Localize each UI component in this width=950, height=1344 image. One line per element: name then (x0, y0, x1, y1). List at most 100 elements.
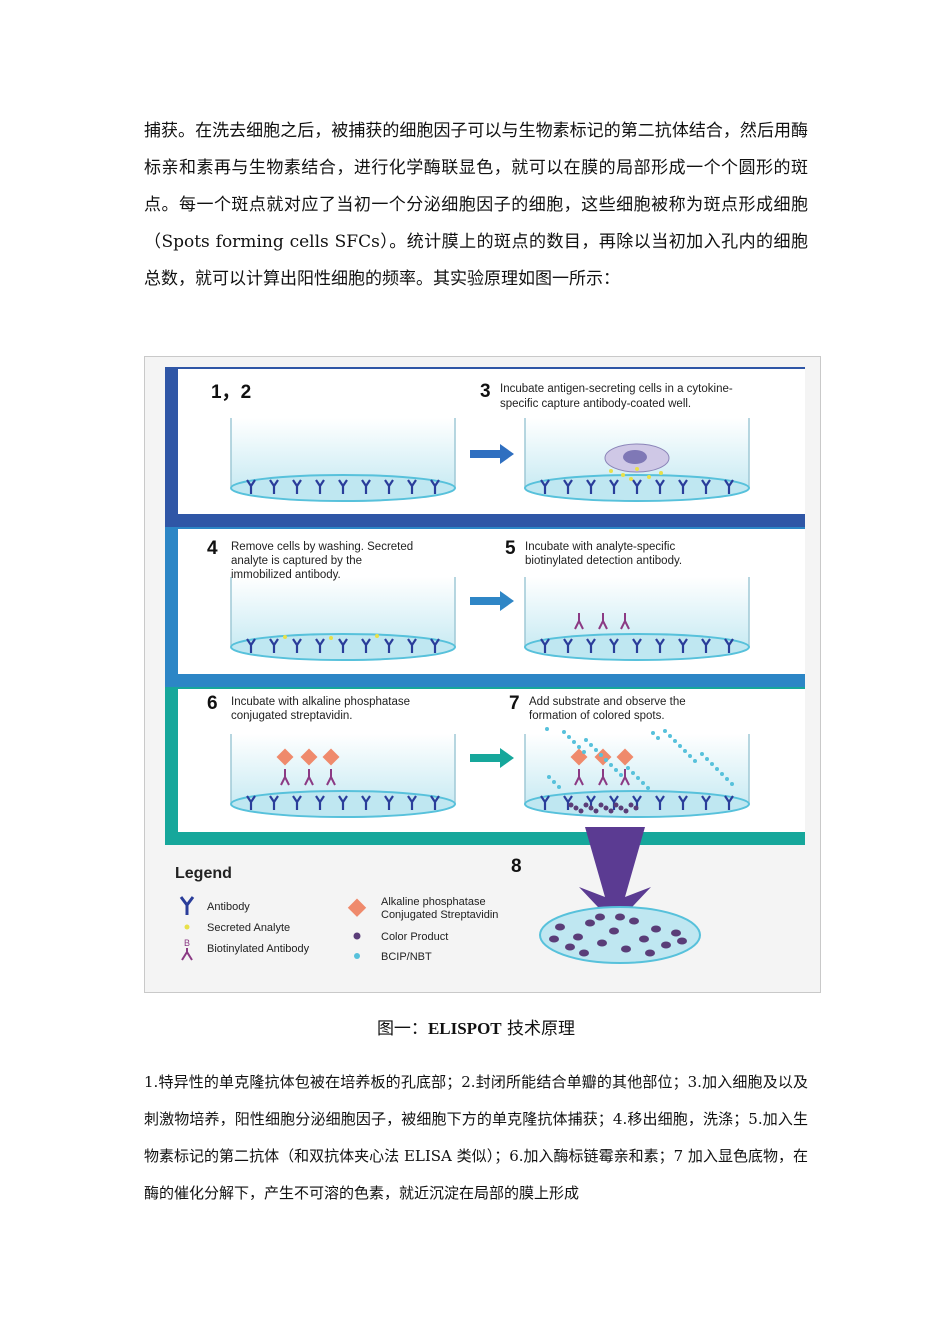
bcip-dot (604, 758, 608, 762)
antibody-icon (609, 479, 619, 494)
antibody-icon (724, 638, 734, 653)
bcip-dot (693, 759, 697, 763)
bcip-dot (619, 773, 623, 777)
legend-title: Legend (175, 865, 232, 882)
color-spot (629, 917, 639, 925)
bcip-dot (609, 763, 613, 767)
color-spot (661, 941, 671, 949)
streptavidin-icon (300, 748, 318, 766)
bcip-dot (572, 740, 576, 744)
bcip-dot (589, 743, 593, 747)
streptavidin-icon (616, 748, 634, 766)
step-3-number: 3 (480, 381, 491, 402)
color-spot (579, 949, 589, 957)
antibody-icon (655, 638, 665, 653)
color-product-dot (633, 805, 639, 811)
arrow-right-3 (470, 748, 514, 768)
bcip-dot (646, 786, 650, 790)
analyte-dot (659, 471, 663, 475)
well-step-7 (524, 727, 750, 818)
color-product-dot (608, 808, 614, 814)
streptavidin-icon (276, 748, 294, 766)
color-product-dot (578, 808, 584, 814)
cell-nucleus-icon (623, 450, 647, 464)
step-4-text-2: analyte is captured by the (231, 555, 362, 567)
step-6-text-2: conjugated streptavidin. (231, 710, 352, 722)
color-spot (597, 939, 607, 947)
antibody-icon (361, 638, 371, 653)
color-spot (615, 913, 625, 921)
color-spot (565, 943, 575, 951)
color-spot (549, 935, 559, 943)
well-step-3 (524, 418, 750, 502)
svg-text:B: B (184, 938, 190, 948)
antibody-icon (315, 795, 325, 810)
membrane-disc (539, 906, 701, 964)
biotinylated-antibody-icon (304, 769, 314, 786)
antibody-icon (361, 479, 371, 494)
antibody-icon (701, 795, 711, 810)
legend-antibody: Antibody (207, 901, 250, 913)
bcip-dot (547, 775, 551, 779)
antibody-icon (292, 638, 302, 653)
antibody-icon (407, 479, 417, 494)
bcip-dot (545, 727, 549, 731)
bcip-dot (725, 777, 729, 781)
biotinylated-antibody-icon (598, 613, 608, 630)
step-7-text-2: formation of colored spots. (529, 710, 665, 722)
legend-antibody-icon (179, 896, 195, 915)
bcip-dot (673, 739, 677, 743)
color-spot (573, 933, 583, 941)
antibody-icon (430, 638, 440, 653)
antibody-icon (269, 795, 279, 810)
color-product-dot (573, 805, 579, 811)
color-spot (595, 913, 605, 921)
analyte-dot (375, 634, 379, 638)
bcip-dot (577, 745, 581, 749)
elispot-diagram: 1，2 3 Incubate antigen-secreting cells i… (165, 367, 805, 964)
antibody-icon (292, 795, 302, 810)
bcip-dot (626, 766, 630, 770)
biotinylated-antibody-icon (574, 769, 584, 786)
bcip-dot (651, 731, 655, 735)
antibody-icon (246, 479, 256, 494)
analyte-dot (283, 635, 287, 639)
bcip-dot (668, 734, 672, 738)
biotinylated-antibody-icon (326, 769, 336, 786)
body-paragraph-top: 捕获。在洗去细胞之后，被捕获的细胞因子可以与生物素标记的第二抗体结合，然后用酶标… (144, 121, 808, 289)
bcip-dot (715, 767, 719, 771)
legend-biotinylated: Biotinylated Antibody (207, 943, 310, 955)
figure-caption: 图一：ELISPOT 技术原理 (144, 1014, 808, 1039)
arrow-right-1 (470, 444, 514, 464)
legend-ap-icon (347, 898, 367, 917)
legend-bcip-icon (354, 953, 360, 959)
color-product-dot (628, 802, 634, 808)
step-5-text-1: Incubate with analyte-specific (525, 541, 675, 553)
antibody-icon (678, 479, 688, 494)
antibody-icon (632, 638, 642, 653)
legend-secreted-icon (184, 924, 190, 930)
bcip-dot (730, 782, 734, 786)
antibody-icon (563, 638, 573, 653)
step-4-text-1: Remove cells by washing. Secreted (231, 541, 413, 553)
funnel-arrow (579, 827, 651, 925)
step-4-text-3: immobilized antibody. (231, 569, 341, 581)
antibody-icon (632, 479, 642, 494)
step-7-text-1: Add substrate and observe the (529, 696, 686, 708)
arrow-right-2 (470, 591, 514, 611)
antibody-icon (361, 795, 371, 810)
antibody-icon (338, 795, 348, 810)
biotinylated-antibody-icon (574, 613, 584, 630)
color-spot (639, 935, 649, 943)
legend-color-product: Color Product (381, 931, 448, 943)
elispot-figure: 1，2 3 Incubate antigen-secreting cells i… (144, 356, 821, 993)
bcip-dot (641, 781, 645, 785)
legend-ap-line-2: Conjugated Streptavidin (381, 909, 498, 921)
antibody-icon (655, 479, 665, 494)
antibody-icon (315, 479, 325, 494)
bcip-dot (705, 757, 709, 761)
antibody-icon (586, 479, 596, 494)
legend-color-product-icon (353, 932, 361, 940)
antibody-icon (315, 638, 325, 653)
antibody-icon (540, 795, 550, 810)
